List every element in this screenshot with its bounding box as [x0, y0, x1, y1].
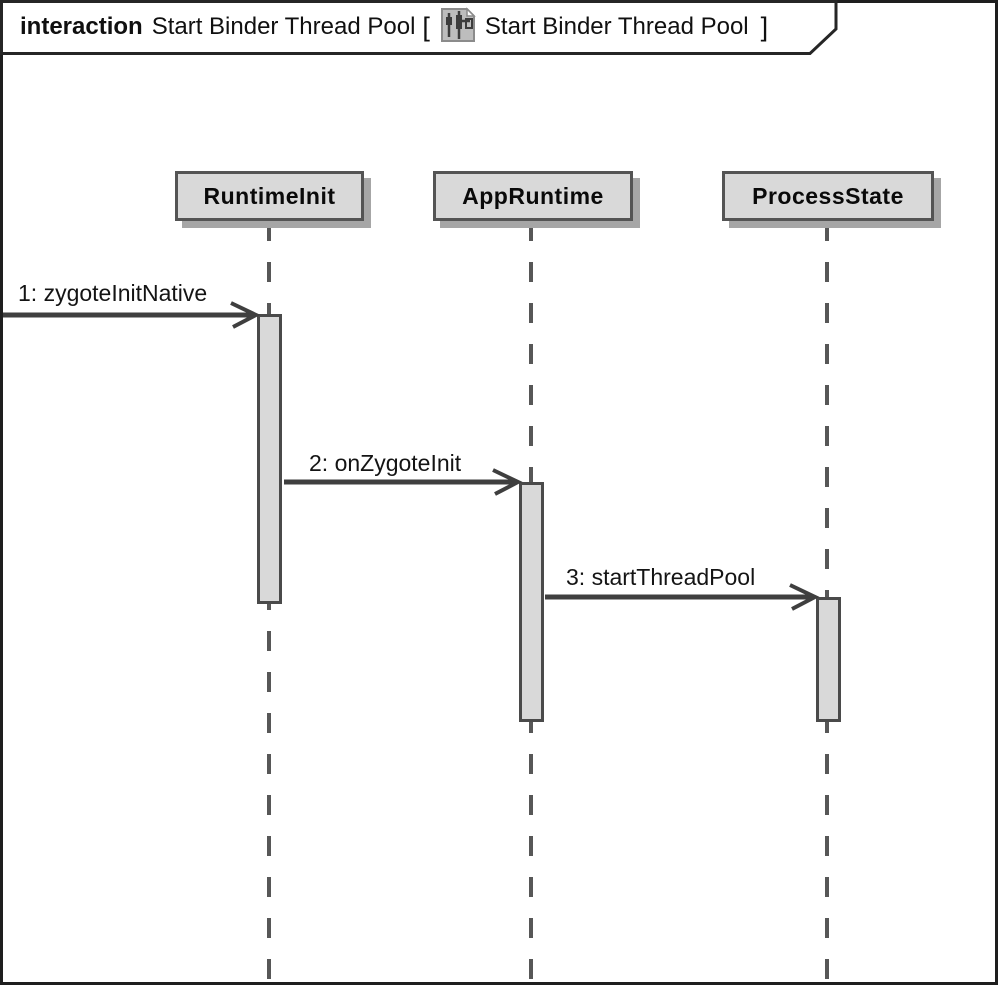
lifeline-head-processstate: ProcessState — [722, 171, 934, 221]
lifeline-label: RuntimeInit — [203, 182, 336, 209]
lifeline-label: AppRuntime — [462, 182, 604, 209]
title-bracket-close: ] — [760, 11, 769, 42]
message-label-3: 3: startThreadPool — [566, 564, 756, 590]
title-bracket-open: [ — [422, 11, 430, 42]
title-keyword: interaction — [20, 13, 143, 40]
title-pentagon — [0, 0, 838, 55]
lifeline-head-runtimeinit: RuntimeInit — [175, 171, 364, 221]
title-reference-name: Start Binder Thread Pool — [484, 13, 749, 40]
title-diagram-name: Start Binder Thread Pool — [151, 13, 416, 40]
diagram-title: interaction Start Binder Thread Pool [ S… — [20, 0, 768, 54]
message-label-1: 1: zygoteInitNative — [18, 280, 208, 306]
activation-bar-runtimeinit — [257, 314, 282, 604]
activation-bar-processstate — [816, 597, 841, 722]
sequence-diagram-icon — [440, 6, 476, 51]
lifeline-head-appruntime: AppRuntime — [433, 171, 633, 221]
lifeline-label: ProcessState — [752, 182, 904, 209]
message-label-2: 2: onZygoteInit — [309, 450, 462, 476]
activation-bar-appruntime — [519, 482, 544, 722]
